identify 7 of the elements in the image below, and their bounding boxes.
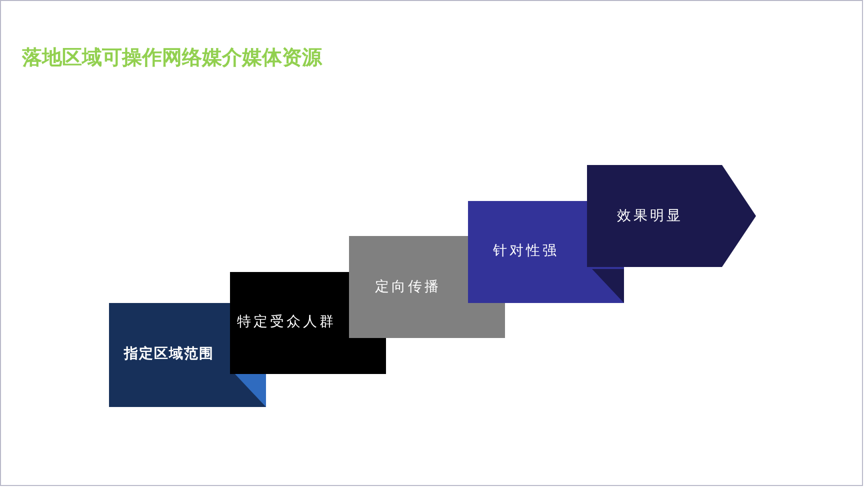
step-label: 特定受众人群: [237, 313, 336, 332]
step-label: 指定区域范围: [122, 344, 215, 364]
step-label: 针对性强: [493, 242, 559, 261]
step-label: 效果明显: [617, 207, 683, 226]
arrow-step-shape: [587, 165, 756, 267]
step-label: 定向传播: [375, 278, 441, 297]
title: 落地区域可操作网络媒介媒体资源: [22, 44, 322, 71]
